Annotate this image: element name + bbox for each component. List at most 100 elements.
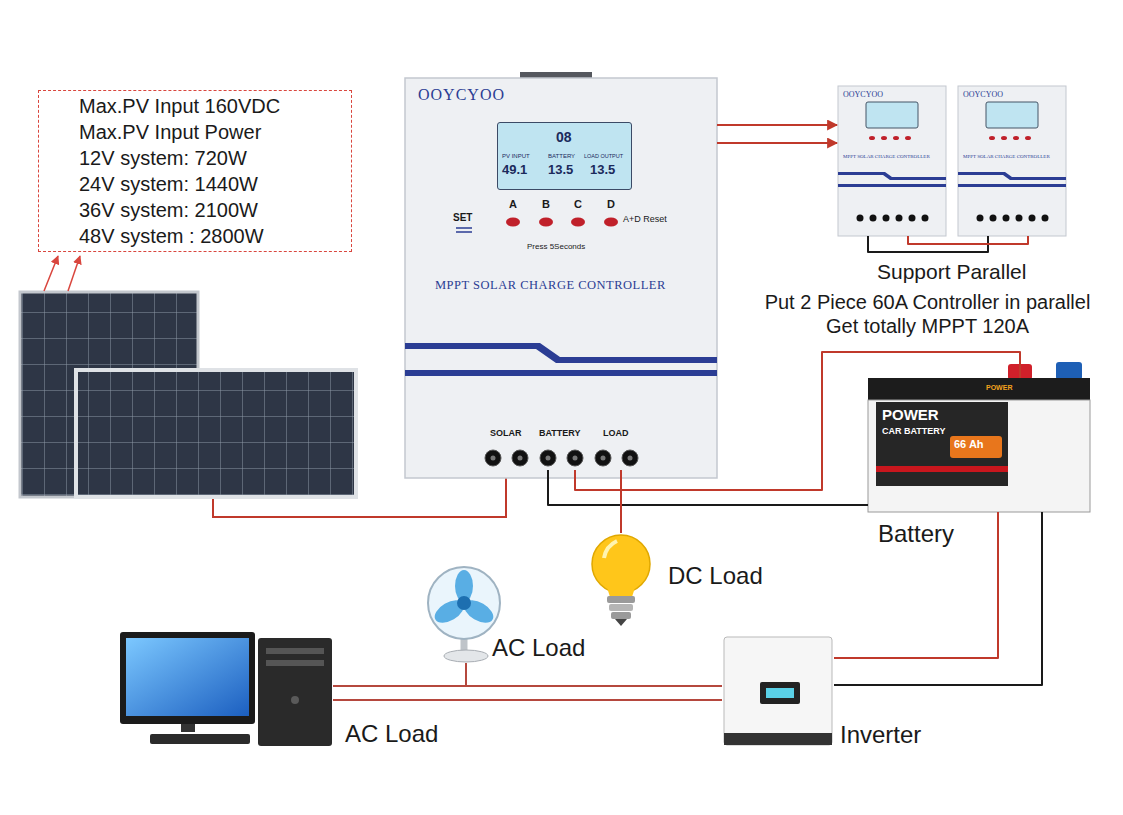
battery: BatteryPOWERCAR BATTERY66 AhPOWER bbox=[868, 378, 1090, 512]
spec-line: 24V system: 1440W bbox=[79, 173, 258, 196]
wire bbox=[834, 512, 1042, 685]
blue-stripe bbox=[405, 370, 717, 376]
inverter-housing bbox=[724, 637, 832, 745]
lcd-label: BATTERY bbox=[548, 153, 575, 160]
node-label: Battery bbox=[878, 520, 954, 548]
wire-path bbox=[834, 512, 1042, 685]
blue-stripe bbox=[958, 172, 1066, 180]
terminal bbox=[857, 215, 864, 222]
fan-hub bbox=[457, 596, 471, 610]
spec-line: 36V system: 2100W bbox=[79, 199, 258, 222]
terminal-screw bbox=[518, 456, 523, 461]
panel-title: MPPT SOLAR CHARGE CONTROLLER bbox=[963, 154, 1050, 160]
power-button bbox=[291, 696, 299, 704]
button-label: C bbox=[574, 198, 582, 211]
node-label: AC Load bbox=[345, 720, 438, 748]
button bbox=[1013, 136, 1019, 140]
battery-body bbox=[868, 400, 1090, 512]
terminal bbox=[896, 215, 903, 222]
terminal bbox=[1029, 215, 1036, 222]
wire bbox=[466, 663, 722, 686]
wire-path bbox=[717, 142, 837, 144]
bulb-highlight bbox=[604, 541, 617, 558]
terminal-screw bbox=[601, 456, 606, 461]
wire-path bbox=[908, 236, 1028, 244]
button-label: A bbox=[509, 198, 517, 211]
button-label: D bbox=[607, 198, 615, 211]
lcd-value: 08 bbox=[556, 129, 572, 145]
terminal-screw bbox=[546, 456, 551, 461]
battery-terminal bbox=[1056, 362, 1082, 380]
lcd-value: 13.5 bbox=[590, 163, 615, 178]
button-label: SET bbox=[453, 212, 472, 224]
wire bbox=[621, 470, 622, 533]
bulb-base bbox=[607, 596, 635, 603]
fan-guard bbox=[428, 567, 500, 639]
lcd-label: LOAD OUTPUT bbox=[584, 153, 623, 159]
wire-path bbox=[834, 512, 998, 658]
wire bbox=[548, 352, 1020, 505]
caption-heading: Support Parallel bbox=[877, 259, 1026, 284]
terminal bbox=[1016, 215, 1023, 222]
terminal-screw bbox=[491, 456, 496, 461]
lcd-screen bbox=[986, 102, 1038, 128]
terminal bbox=[512, 450, 528, 466]
capacity-badge bbox=[950, 436, 1002, 458]
terminal bbox=[909, 215, 916, 222]
terminal bbox=[922, 215, 929, 222]
fan-base bbox=[444, 650, 488, 662]
bulb-base bbox=[609, 604, 633, 611]
wire-path bbox=[620, 470, 622, 533]
monitor bbox=[120, 632, 255, 724]
spec-line: 48V system : 2800W bbox=[79, 225, 264, 248]
inverter-display bbox=[760, 682, 800, 704]
button bbox=[905, 136, 911, 140]
panel-title: MPPT SOLAR CHARGE CONTROLLER bbox=[843, 154, 930, 160]
lcd-value: 49.1 bbox=[502, 163, 527, 178]
monitor-screen bbox=[126, 638, 249, 716]
controller-housing bbox=[838, 86, 946, 236]
computer: AC Load bbox=[118, 630, 333, 747]
terminal bbox=[870, 215, 877, 222]
wire-path bbox=[575, 352, 1020, 490]
button-label: B bbox=[542, 198, 550, 211]
button bbox=[881, 136, 887, 140]
controller-housing bbox=[405, 78, 717, 478]
button bbox=[869, 136, 875, 140]
battery-capacity: 66 Ah bbox=[954, 438, 984, 451]
blue-stripe bbox=[838, 184, 946, 187]
blue-stripe bbox=[405, 343, 717, 363]
spec-line: Max.PV Input 160VDC bbox=[79, 95, 280, 118]
terminal bbox=[1003, 215, 1010, 222]
terminal bbox=[622, 450, 638, 466]
parallel-controller: OOYCYOO MPPT SOLAR CHARGE CONTROLLER bbox=[838, 86, 946, 236]
drive-bay bbox=[266, 648, 324, 654]
leader-arrow bbox=[44, 256, 58, 291]
bulb-base bbox=[611, 612, 631, 619]
parallel-controller: OOYCYOO MPPT SOLAR CHARGE CONTROLLER bbox=[958, 86, 1066, 236]
inverter: Inverter bbox=[722, 635, 834, 747]
node-label: Inverter bbox=[840, 721, 921, 749]
lcd-value: 13.5 bbox=[548, 163, 573, 178]
wire bbox=[868, 236, 1028, 252]
button bbox=[604, 218, 618, 227]
button-hint: A+D Reset bbox=[623, 214, 667, 224]
brand-name: OOYCYOO bbox=[963, 90, 1003, 99]
terminal-screw bbox=[628, 456, 633, 461]
wire-path bbox=[717, 124, 837, 126]
sticker-stripe bbox=[876, 466, 1008, 472]
set-symbol bbox=[456, 228, 472, 232]
panel-title: MPPT SOLAR CHARGE CONTROLLER bbox=[435, 278, 666, 292]
bulb-neck bbox=[606, 584, 636, 597]
battery-top bbox=[868, 378, 1090, 400]
solar-panel bbox=[76, 370, 356, 497]
terminal-screw bbox=[573, 456, 578, 461]
terminal bbox=[883, 215, 890, 222]
terminal bbox=[567, 450, 583, 466]
lcd-screen: PV INPUT49.108BATTERY13.5LOAD OUTPUT13.5 bbox=[497, 122, 632, 190]
terminal bbox=[977, 215, 984, 222]
brand-name: OOYCYOO bbox=[843, 90, 883, 99]
terminal-label: BATTERY bbox=[539, 428, 581, 438]
